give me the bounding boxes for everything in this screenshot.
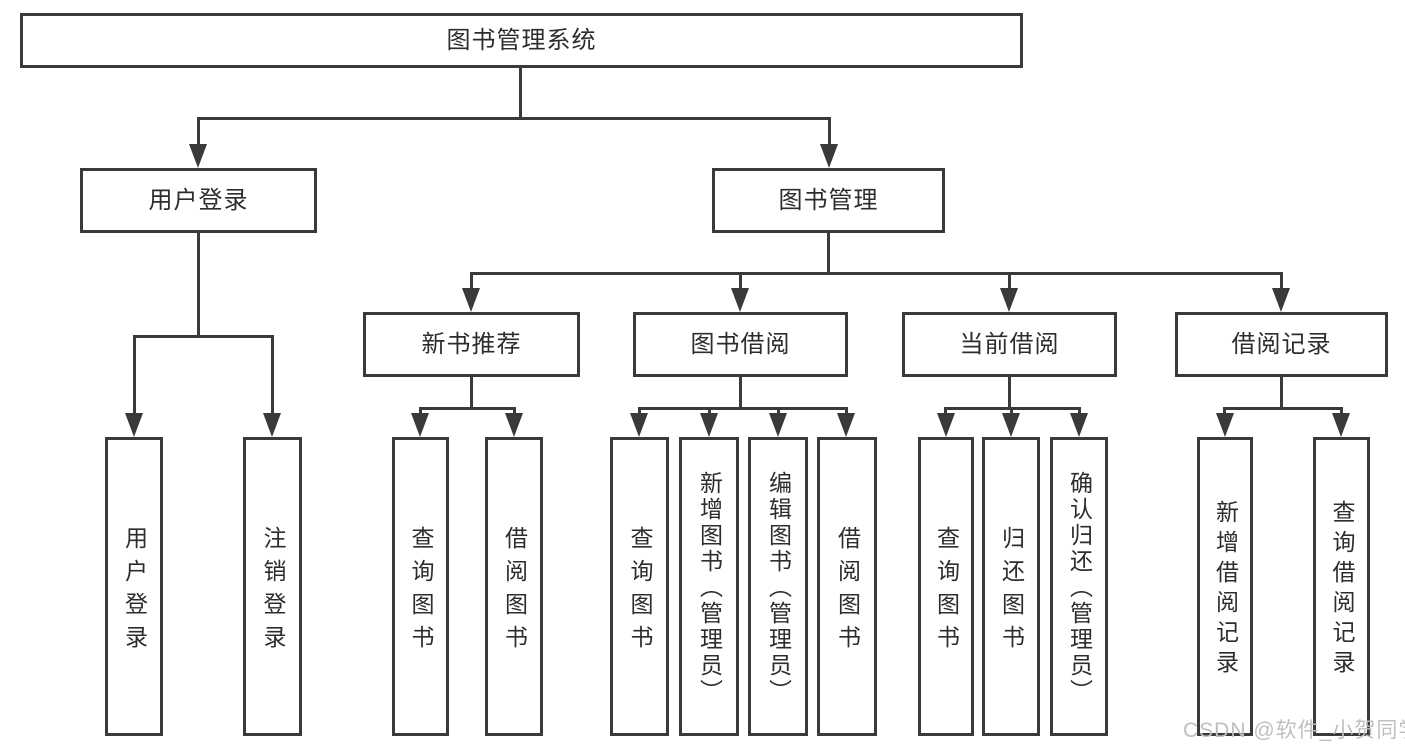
- connector-bookmgmt-stem2: [739, 272, 742, 292]
- node-root-system: 图书管理系统: [20, 13, 1023, 68]
- arrow-down-icon: [1332, 413, 1350, 437]
- node-user-login-label: 用户登录: [148, 186, 249, 214]
- arrow-down-icon: [462, 288, 480, 312]
- leaf-current-query-label: 查询图书: [933, 525, 960, 658]
- leaf-records-add: 新增借阅记录: [1197, 437, 1253, 736]
- arrow-down-icon: [937, 413, 955, 437]
- arrow-down-icon: [1272, 288, 1290, 312]
- leaf-records-query: 查询借阅记录: [1313, 437, 1370, 736]
- connector-currentborrow-stem1: [944, 407, 947, 418]
- connector-bookmgmt-stub: [827, 233, 830, 275]
- leaf-newbooks-query: 查询图书: [392, 437, 449, 736]
- arrow-down-icon: [1000, 288, 1018, 312]
- arrow-down-icon: [700, 413, 718, 437]
- connector-bookborrow-stub: [739, 377, 742, 410]
- node-user-login: 用户登录: [80, 168, 317, 233]
- leaf-borrowing-query-label: 查询图书: [627, 525, 653, 658]
- node-current-borrowing: 当前借阅: [902, 312, 1117, 377]
- connector-bookborrow-stem2: [708, 407, 711, 418]
- node-current-borrowing-label: 当前借阅: [959, 330, 1060, 358]
- connector-newbooks-stem1: [419, 407, 422, 418]
- arrow-down-icon: [1002, 413, 1020, 437]
- leaf-logout: 注销登录: [243, 437, 302, 736]
- arrow-down-icon: [411, 413, 429, 437]
- leaf-newbooks-borrow-label: 借阅图书: [501, 525, 528, 658]
- connector-bookborrow-stem1: [638, 407, 641, 418]
- leaf-logout-label: 注销登录: [260, 525, 286, 658]
- node-book-borrowing: 图书借阅: [633, 312, 848, 377]
- node-root-label: 图书管理系统: [446, 26, 597, 54]
- arrow-down-icon: [820, 144, 838, 168]
- leaf-newbooks-borrow: 借阅图书: [485, 437, 543, 736]
- connector-bookmgmt-stem4: [1280, 272, 1283, 292]
- leaf-borrowing-query: 查询图书: [610, 437, 669, 736]
- connector-userlogin-stub: [197, 233, 200, 338]
- arrow-down-icon: [125, 413, 143, 437]
- arrow-down-icon: [1216, 413, 1234, 437]
- leaf-records-query-label: 查询借阅记录: [1329, 500, 1355, 680]
- connector-borrowrecords-stem2: [1340, 407, 1343, 418]
- leaf-borrowing-add-book-admin-label: 新增图书（管理员）: [696, 471, 723, 705]
- leaf-current-return: 归还图书: [982, 437, 1040, 736]
- connector-bookmgmt-stem3: [1008, 272, 1011, 292]
- node-borrow-records-label: 借阅记录: [1231, 330, 1332, 358]
- connector-root-stub: [519, 68, 522, 120]
- connector-userlogin-stem1: [133, 335, 136, 418]
- arrow-down-icon: [731, 288, 749, 312]
- connector-currentborrow-stem3: [1078, 407, 1081, 418]
- csdn-watermark: CSDN @软件_小贺同学: [1183, 719, 1405, 742]
- leaf-current-query: 查询图书: [918, 437, 974, 736]
- connector-currentborrow-stub: [1008, 377, 1011, 410]
- connector-currentborrow-stem2: [1010, 407, 1013, 418]
- connector-borrowrecords-hline: [1223, 407, 1343, 410]
- connector-newbooks-hline: [419, 407, 516, 410]
- node-book-management: 图书管理: [712, 168, 945, 233]
- connector-root-stem-left: [197, 117, 200, 150]
- leaf-borrowing-add-book-admin: 新增图书（管理员）: [679, 437, 739, 736]
- arrow-down-icon: [630, 413, 648, 437]
- leaf-borrowing-borrow-book-label: 借阅图书: [834, 525, 861, 658]
- connector-bookborrow-hline: [638, 407, 848, 410]
- leaf-borrowing-edit-book-admin-label: 编辑图书（管理员）: [765, 471, 792, 705]
- node-new-book-recommend: 新书推荐: [363, 312, 580, 377]
- leaf-current-return-label: 归还图书: [998, 525, 1025, 658]
- connector-bookborrow-stem4: [845, 407, 848, 418]
- leaf-current-confirm-return-admin-label: 确认归还（管理员）: [1066, 471, 1093, 705]
- leaf-records-add-label: 新增借阅记录: [1212, 500, 1239, 680]
- connector-borrowrecords-stem1: [1223, 407, 1226, 418]
- connector-bookborrow-stem3: [777, 407, 780, 418]
- connector-userlogin-stem2: [271, 335, 274, 418]
- node-book-borrowing-label: 图书借阅: [690, 330, 791, 358]
- arrow-down-icon: [263, 413, 281, 437]
- connector-newbooks-stub: [470, 377, 473, 410]
- connector-userlogin-hline: [133, 335, 274, 338]
- arrow-down-icon: [769, 413, 787, 437]
- leaf-borrowing-borrow-book: 借阅图书: [817, 437, 877, 736]
- connector-bookmgmt-hline: [470, 272, 1283, 275]
- leaf-user-login-label: 用户登录: [121, 525, 148, 658]
- node-book-management-label: 图书管理: [778, 186, 879, 214]
- connector-root-stem-right: [828, 117, 831, 150]
- arrow-down-icon: [189, 144, 207, 168]
- connector-bookmgmt-stem1: [470, 272, 473, 292]
- leaf-user-login: 用户登录: [105, 437, 163, 736]
- leaf-borrowing-edit-book-admin: 编辑图书（管理员）: [748, 437, 808, 736]
- node-new-book-recommend-label: 新书推荐: [421, 330, 522, 358]
- arrow-down-icon: [505, 413, 523, 437]
- arrow-down-icon: [1070, 413, 1088, 437]
- node-borrow-records: 借阅记录: [1175, 312, 1388, 377]
- connector-newbooks-stem2: [513, 407, 516, 418]
- arrow-down-icon: [837, 413, 855, 437]
- connector-borrowrecords-stub: [1280, 377, 1283, 410]
- connector-root-hline: [197, 117, 831, 120]
- leaf-newbooks-query-label: 查询图书: [408, 525, 434, 658]
- leaf-current-confirm-return-admin: 确认归还（管理员）: [1050, 437, 1108, 736]
